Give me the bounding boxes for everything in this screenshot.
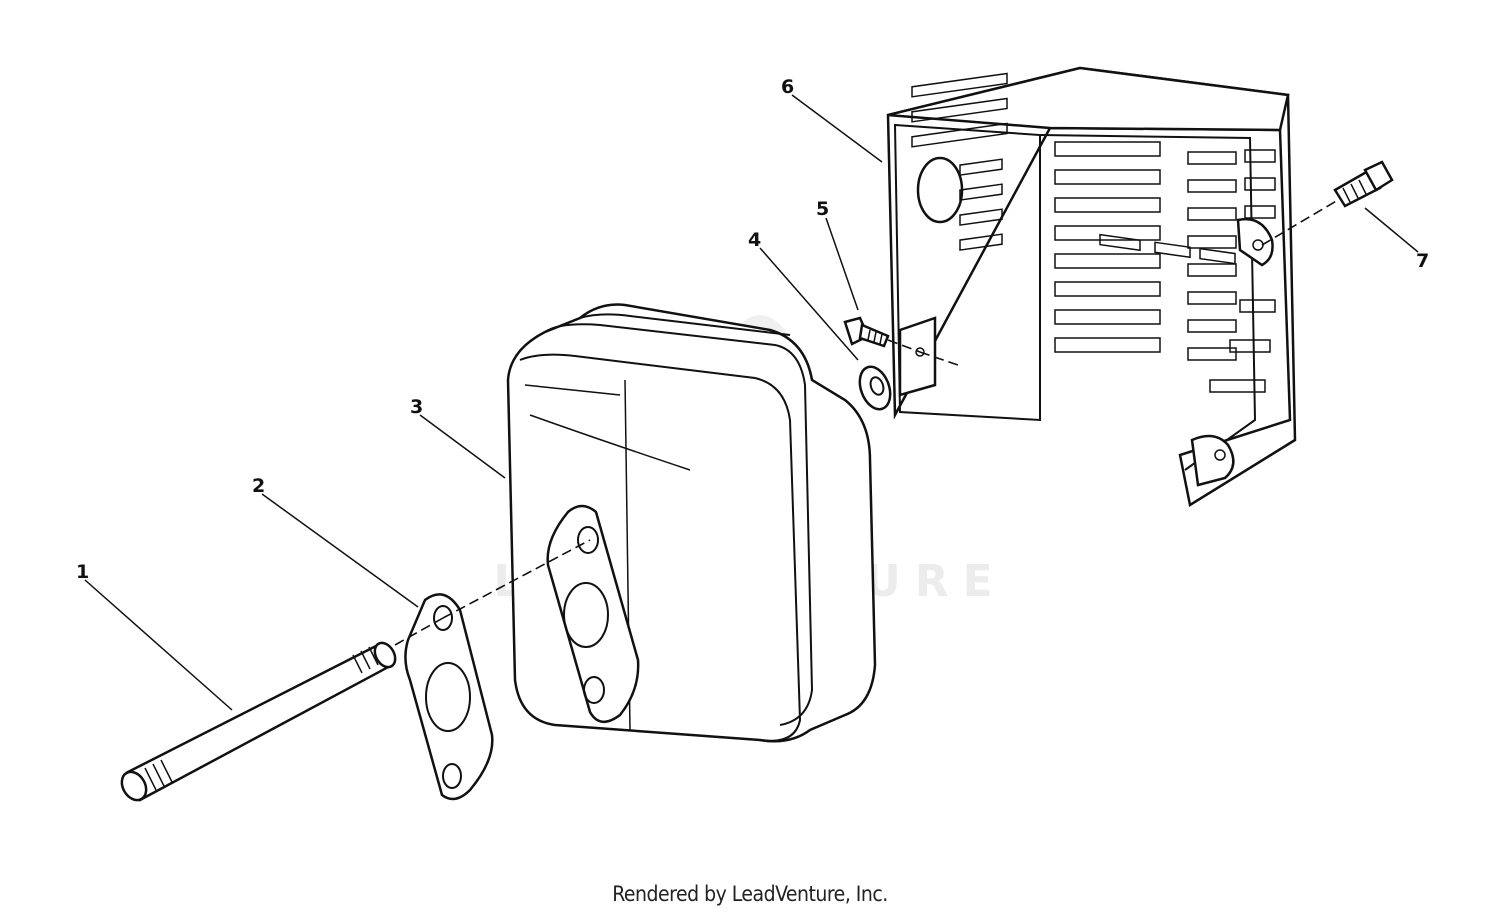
callout-3: 3	[410, 396, 423, 418]
callout-7: 7	[1416, 250, 1429, 272]
callout-6: 6	[781, 76, 794, 98]
part-3-muffler	[506, 303, 877, 743]
part-4-washer	[858, 365, 892, 411]
part-5-screw	[843, 316, 890, 348]
part-2-gasket	[404, 593, 494, 801]
callout-1: 1	[76, 561, 89, 583]
callout-5: 5	[816, 198, 829, 220]
part-6-muffler-guard	[886, 66, 1297, 508]
callout-2: 2	[252, 475, 265, 497]
leader-lines	[84, 94, 1419, 711]
render-credit: Rendered by LeadVenture, Inc.	[612, 882, 888, 906]
callout-4: 4	[748, 229, 761, 251]
assembly-centerlines	[394, 199, 1339, 646]
part-7-screw	[1333, 160, 1394, 208]
part-1-stud	[120, 641, 397, 802]
